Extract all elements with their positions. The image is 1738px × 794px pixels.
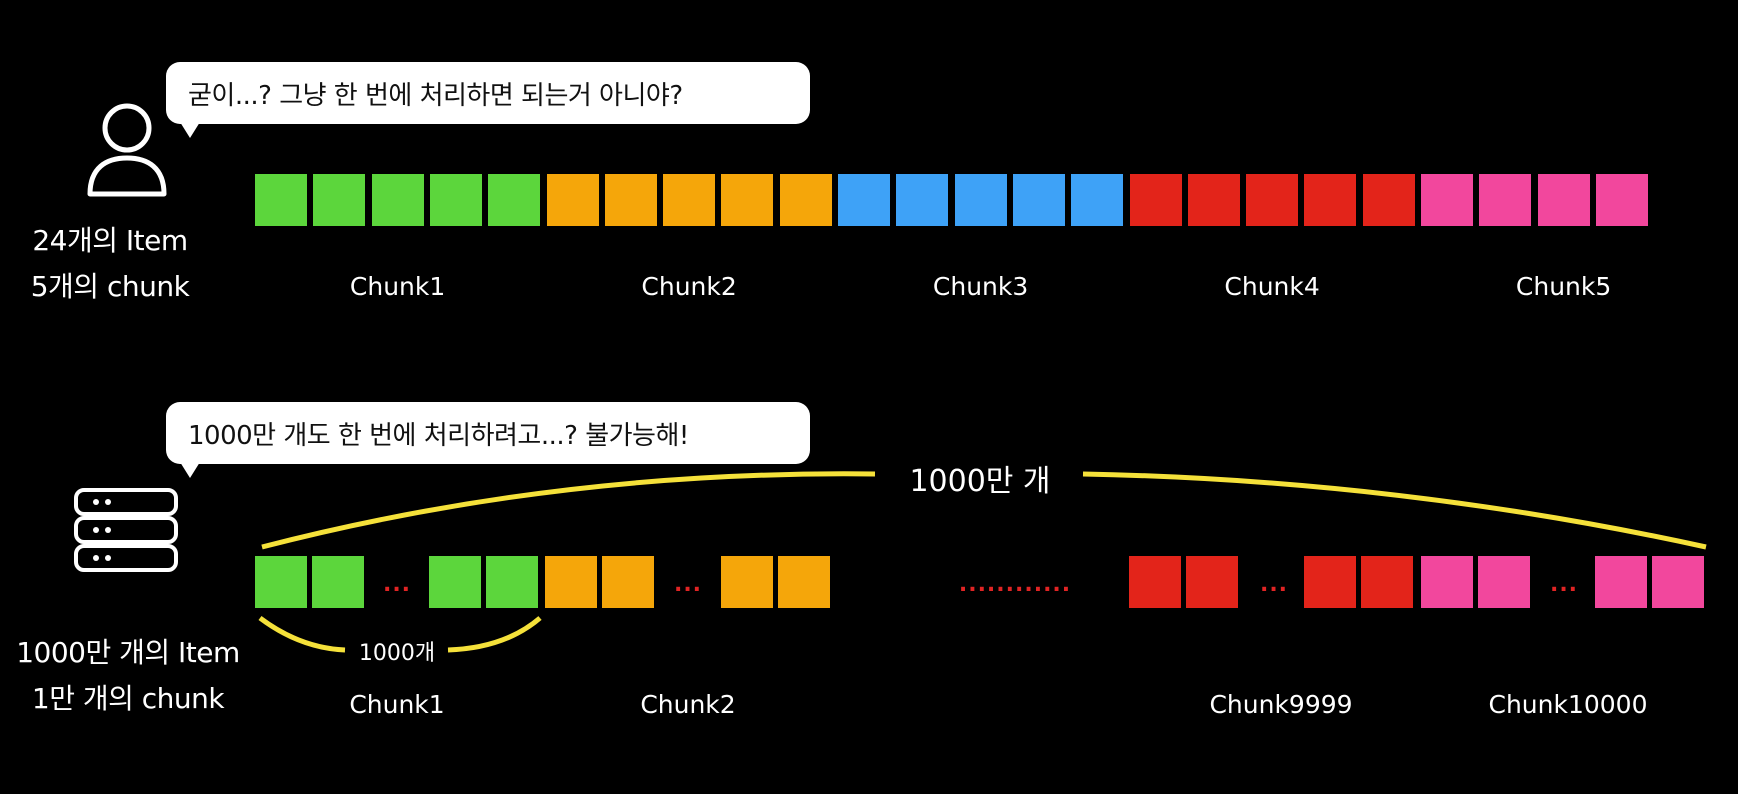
ellipsis-small: ...: [673, 572, 703, 597]
item-square: [954, 174, 1007, 226]
item-square: [604, 174, 657, 226]
item-square: [1479, 174, 1532, 226]
user-icon: [87, 103, 167, 197]
speech-bubble-tail: [180, 122, 200, 138]
chunk-arc-left: [258, 615, 346, 653]
speech-bubble-bottom-text: 1000만 개도 한 번에 처리하려고...? 불가능해!: [188, 420, 689, 451]
item-square: [1186, 556, 1238, 608]
speech-bubble-top: 굳이...? 그냥 한 번에 처리하면 되는거 아니야?: [166, 62, 810, 138]
item-square: [1187, 174, 1240, 226]
top-side-label: 24개의 Item 5개의 chunk: [20, 218, 200, 310]
chunk-label: Chunk3: [932, 272, 1029, 301]
chunk-label: Chunk4: [1224, 272, 1320, 301]
total-arc-right: [1082, 471, 1707, 550]
item-square: [1537, 174, 1590, 226]
item-square: [779, 174, 832, 226]
speech-bubble-tail: [180, 462, 200, 478]
item-square: [1421, 556, 1473, 608]
item-square: [546, 174, 599, 226]
item-square: [1595, 174, 1648, 226]
item-square: [602, 556, 654, 608]
item-square: [255, 174, 307, 226]
ellipsis-small: ...: [382, 572, 412, 597]
item-square: [896, 174, 949, 226]
chunk-label: Chunk5: [1515, 272, 1612, 301]
item-square: [721, 556, 773, 608]
ellipsis-large: ............: [958, 572, 1072, 597]
item-square: [545, 556, 597, 608]
item-square: [1478, 556, 1530, 608]
bottom-chunk-count: 1만 개의 chunk: [31, 682, 225, 715]
item-square: [429, 556, 481, 608]
ellipsis-small: ...: [1259, 572, 1289, 597]
chunk-label: Chunk2: [641, 272, 737, 301]
item-square: [838, 174, 890, 226]
top-item-count: 24개의 Item: [32, 224, 188, 257]
chunk-label: Chunk1: [349, 272, 446, 301]
item-square: [663, 174, 716, 226]
item-square: [1362, 174, 1415, 226]
chunk-label: Chunk1: [349, 690, 445, 719]
item-square: [1652, 556, 1704, 608]
item-square: [1129, 174, 1182, 226]
item-square: [1012, 174, 1065, 226]
item-square: [1246, 174, 1299, 226]
chunk-label: Chunk10000: [1488, 690, 1648, 719]
item-square: [1304, 556, 1356, 608]
item-square: [1595, 556, 1647, 608]
chunk-arc-right: [447, 616, 542, 653]
item-square: [429, 174, 482, 226]
item-square: [1421, 174, 1473, 226]
item-square: [1129, 556, 1181, 608]
item-square: [1304, 174, 1357, 226]
server-icon: [74, 488, 178, 572]
item-square: [778, 556, 830, 608]
item-square: [486, 556, 538, 608]
item-square: [371, 174, 424, 226]
chunk-size-label: 1000개: [358, 641, 436, 666]
item-square: [488, 174, 541, 226]
chunk-label: Chunk9999: [1209, 690, 1353, 719]
chunk-label: Chunk2: [640, 690, 736, 719]
item-square: [312, 556, 364, 608]
item-square: [313, 174, 366, 226]
bottom-side-label: 1000만 개의 Item 1만 개의 chunk: [0, 630, 256, 722]
speech-bubble-bottom: 1000만 개도 한 번에 처리하려고...? 불가능해!: [166, 402, 810, 478]
ellipsis-small: ...: [1549, 572, 1579, 597]
bottom-item-count: 1000만 개의 Item: [16, 636, 240, 669]
item-square: [1071, 174, 1124, 226]
top-chunk-count: 5개의 chunk: [30, 270, 190, 303]
item-square: [1361, 556, 1413, 608]
speech-bubble-top-text: 굳이...? 그냥 한 번에 처리하면 되는거 아니야?: [188, 80, 683, 111]
total-items-label: 1000만 개: [909, 464, 1051, 499]
item-square: [255, 556, 307, 608]
item-square: [721, 174, 774, 226]
total-arc-left: [261, 471, 876, 550]
